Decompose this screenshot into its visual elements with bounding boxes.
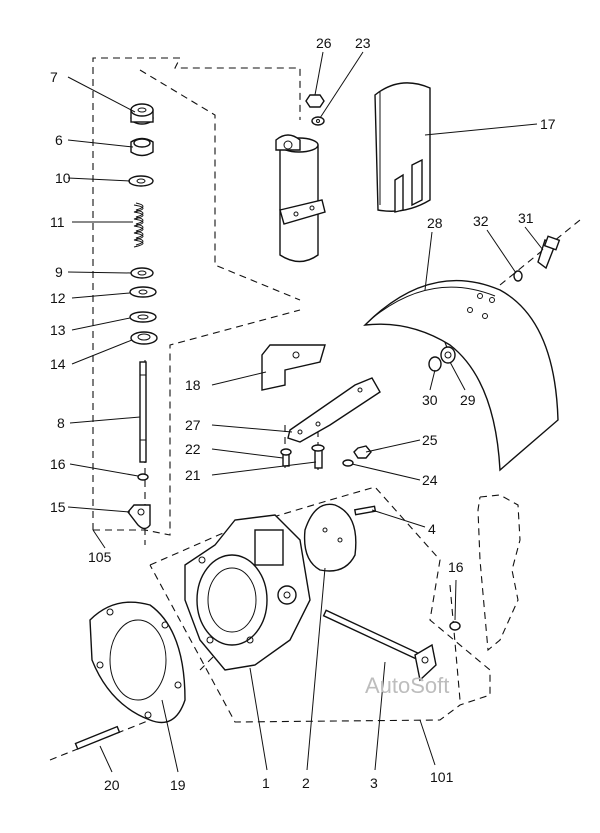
clip-part-16-left — [137, 473, 149, 481]
callout-101: 101 — [430, 769, 454, 785]
shaft-part-3 — [322, 609, 437, 682]
washer-part-24 — [342, 459, 354, 467]
nut-part-25 — [353, 445, 372, 459]
assembly-101-outline — [149, 486, 521, 723]
watermark: AutoSoft — [365, 673, 449, 698]
throttle-plate-part-2 — [303, 503, 357, 572]
bolt-part-31 — [537, 235, 561, 270]
callout-14: 14 — [50, 356, 66, 372]
callout-20: 20 — [104, 777, 120, 793]
callout-6: 6 — [55, 132, 63, 148]
washer-part-23 — [311, 116, 325, 126]
callout-27: 27 — [185, 417, 201, 433]
callout-21: 21 — [185, 467, 201, 483]
throttle-body-part-1 — [184, 514, 311, 671]
callout-13: 13 — [50, 322, 66, 338]
callout-19: 19 — [170, 777, 186, 793]
clip-part-16-right — [449, 621, 461, 631]
callout-22: 22 — [185, 441, 201, 457]
callout-31: 31 — [518, 210, 534, 226]
pin-part-4 — [353, 505, 377, 516]
callout-28: 28 — [427, 215, 443, 231]
bushing-part-6 — [130, 137, 154, 157]
callout-23: 23 — [355, 35, 371, 51]
screw-part-22 — [280, 448, 292, 467]
callout-30: 30 — [422, 392, 438, 408]
washer-part-30 — [428, 356, 442, 372]
washer-part-12 — [129, 286, 157, 298]
shaft-part-7 — [139, 361, 147, 463]
bracket-part-27 — [287, 377, 381, 443]
gasket-part-19 — [89, 601, 186, 724]
callout-32: 32 — [473, 213, 489, 229]
callout-9: 10 — [55, 170, 71, 186]
bearing-part-11 — [130, 103, 154, 125]
callout-24: 24 — [422, 472, 438, 488]
washer-part-32 — [513, 270, 523, 282]
callout-8: 9 — [55, 264, 63, 280]
nut-part-26 — [305, 94, 325, 108]
callout-11: 7 — [50, 69, 58, 85]
callout-7: 8 — [57, 415, 65, 431]
seal-part-14 — [130, 331, 158, 345]
callout-10: 11 — [50, 214, 65, 230]
callout-16-left: 16 — [50, 456, 66, 472]
callout-15: 15 — [50, 499, 66, 515]
callout-labels: 7 6 10 11 9 12 13 14 8 16 15 105 26 23 1… — [50, 35, 556, 793]
callout-3: 3 — [370, 775, 378, 791]
callout-25: 25 — [422, 432, 438, 448]
leader-lines — [67, 51, 544, 773]
callout-29: 29 — [460, 392, 476, 408]
stud-part-20 — [74, 725, 121, 750]
callout-16-right: 16 — [448, 559, 464, 575]
bracket-part-18 — [261, 344, 326, 391]
lever-part-15 — [127, 504, 151, 530]
washer-part-9 — [128, 175, 154, 187]
assembly-105-outline — [92, 57, 301, 536]
callout-17: 17 — [540, 116, 556, 132]
spring-part-10 — [133, 202, 144, 248]
screw-part-21 — [311, 444, 325, 469]
washer-part-29 — [440, 346, 456, 364]
callout-12: 12 — [50, 290, 66, 306]
callout-105: 105 — [88, 549, 112, 565]
callout-26: 26 — [316, 35, 332, 51]
shield-part-17 — [374, 82, 431, 213]
callout-2: 2 — [302, 775, 310, 791]
callout-18: 18 — [185, 377, 201, 393]
washer-part-8 — [130, 267, 154, 279]
callout-4: 4 — [428, 521, 436, 537]
housing-tube — [275, 134, 326, 263]
washer-part-13 — [129, 311, 157, 323]
guard-part-28 — [363, 279, 559, 472]
callout-1: 1 — [262, 775, 270, 791]
